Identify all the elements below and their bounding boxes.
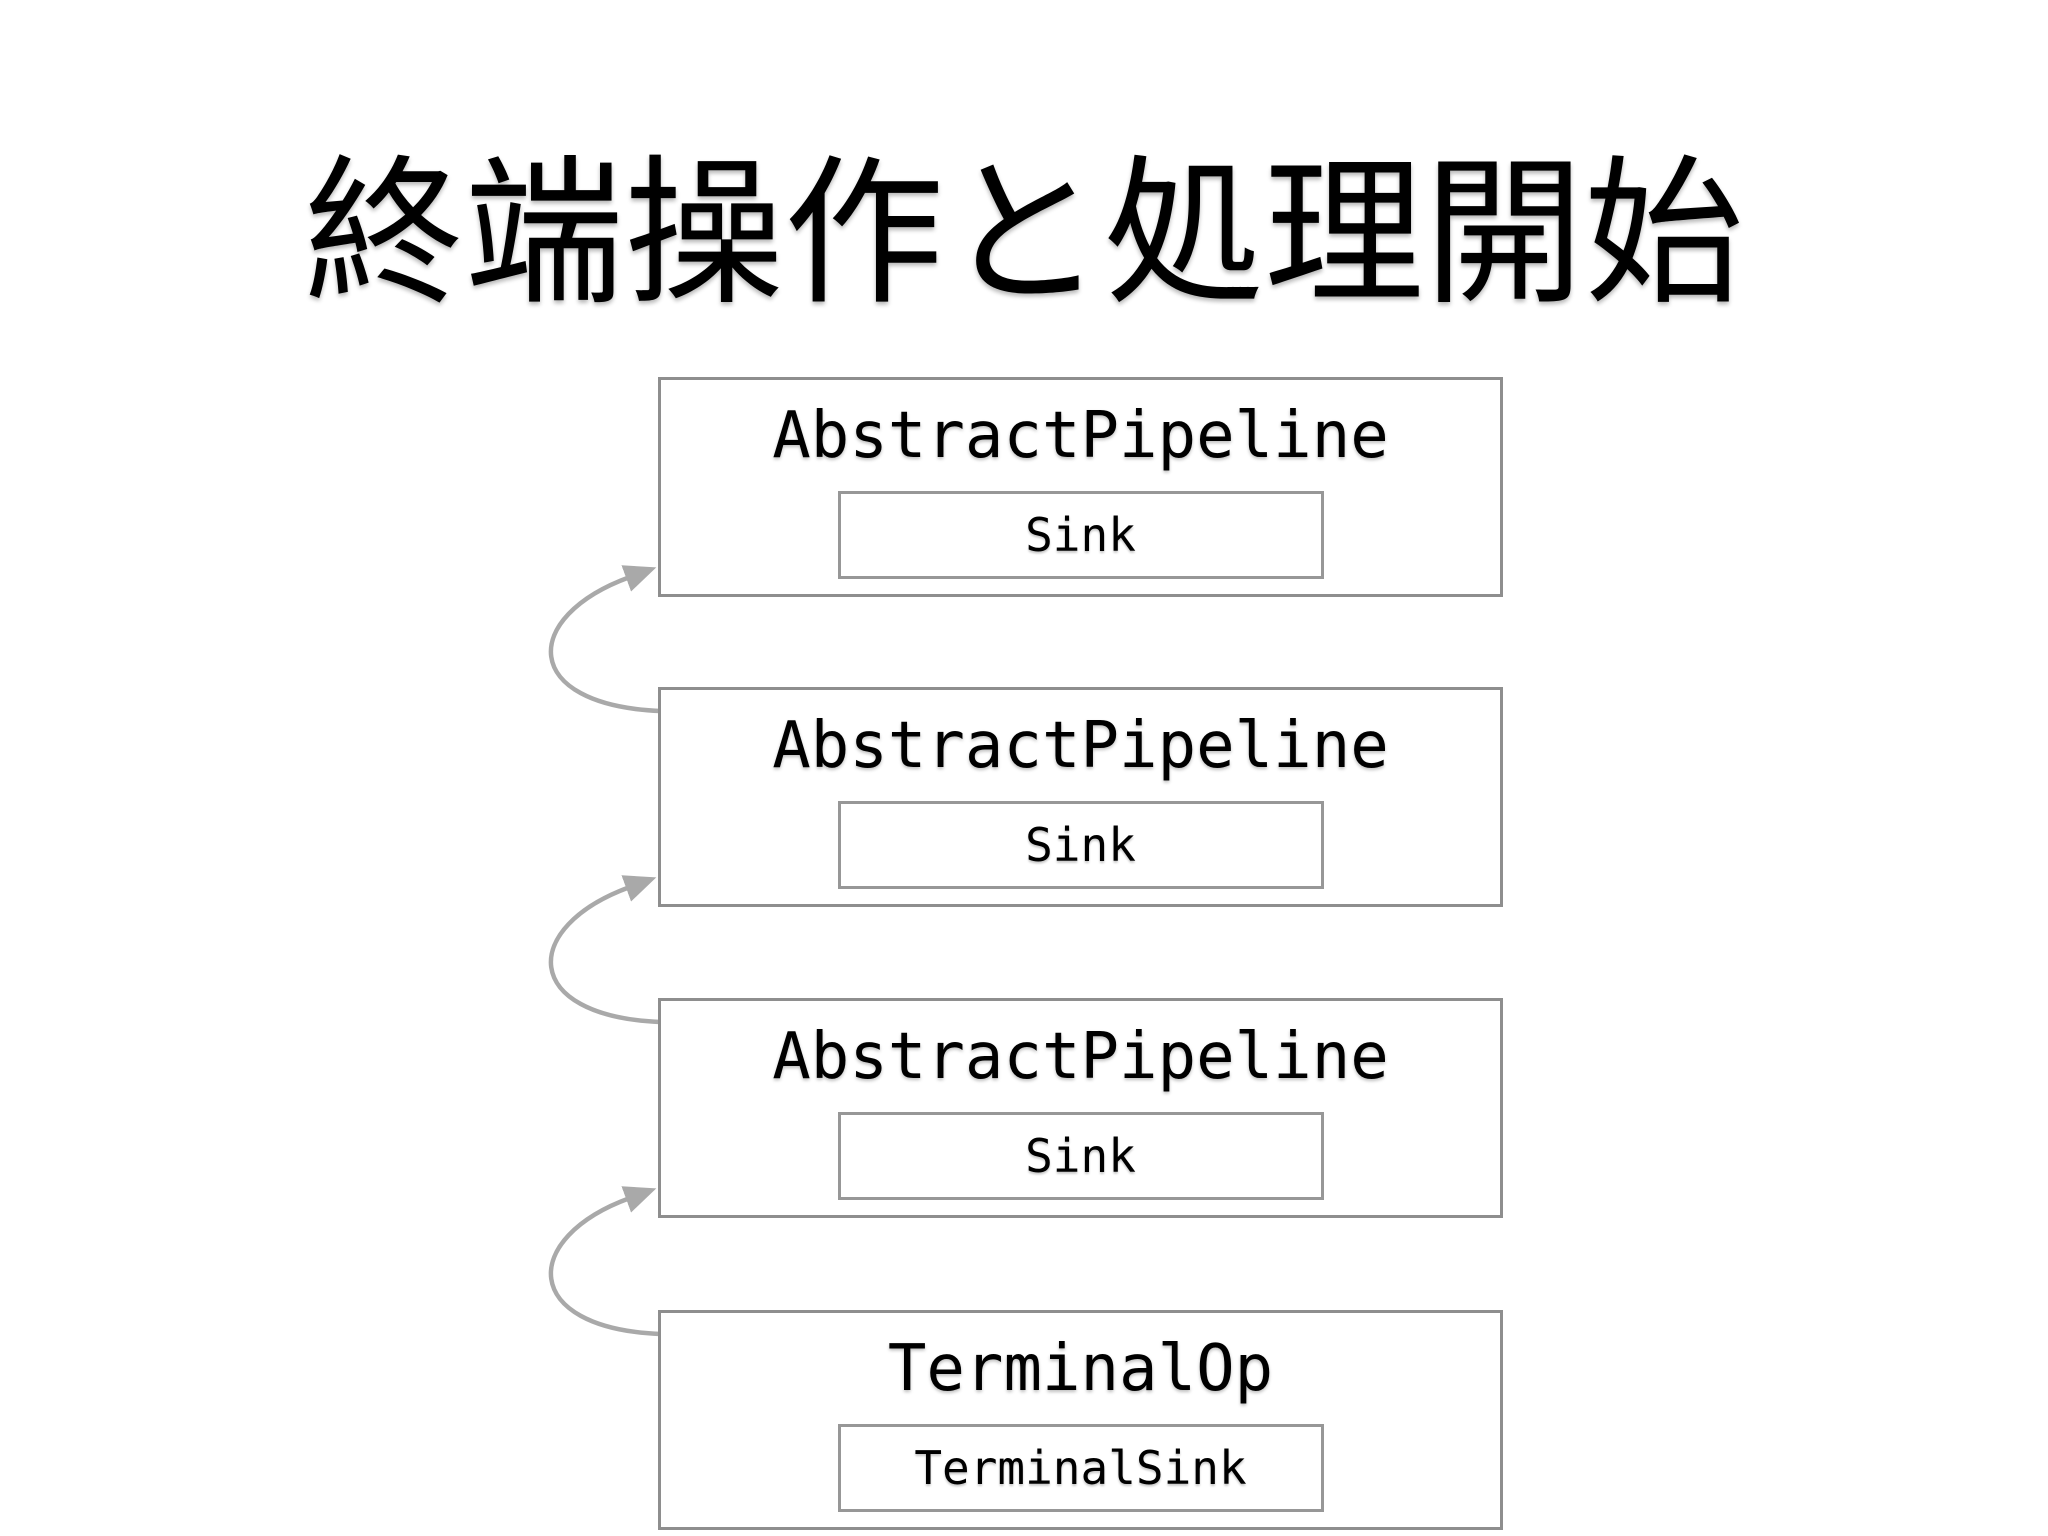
inner-sink-box: Sink (837, 491, 1324, 579)
inner-sink-label: Sink (1025, 508, 1136, 562)
arrow-terminalop-to-pipeline3 (548, 1186, 661, 1337)
box-label: TerminalOp (887, 1331, 1274, 1406)
box-label: AbstractPipeline (772, 398, 1389, 473)
slide-title: 終端操作と処理開始 (303, 144, 1744, 323)
box-label: AbstractPipeline (772, 1019, 1389, 1094)
arrow-pipeline2-to-pipeline1 (548, 565, 661, 714)
box-label: AbstractPipeline (772, 708, 1389, 783)
inner-sink-box: Sink (837, 801, 1324, 889)
inner-sink-label: TerminalSink (914, 1441, 1247, 1495)
inner-sink-box: TerminalSink (837, 1424, 1324, 1512)
arrow-pipeline3-to-pipeline2 (548, 875, 661, 1025)
inner-sink-label: Sink (1025, 1129, 1136, 1183)
inner-sink-label: Sink (1025, 818, 1136, 872)
inner-sink-box: Sink (837, 1112, 1324, 1200)
